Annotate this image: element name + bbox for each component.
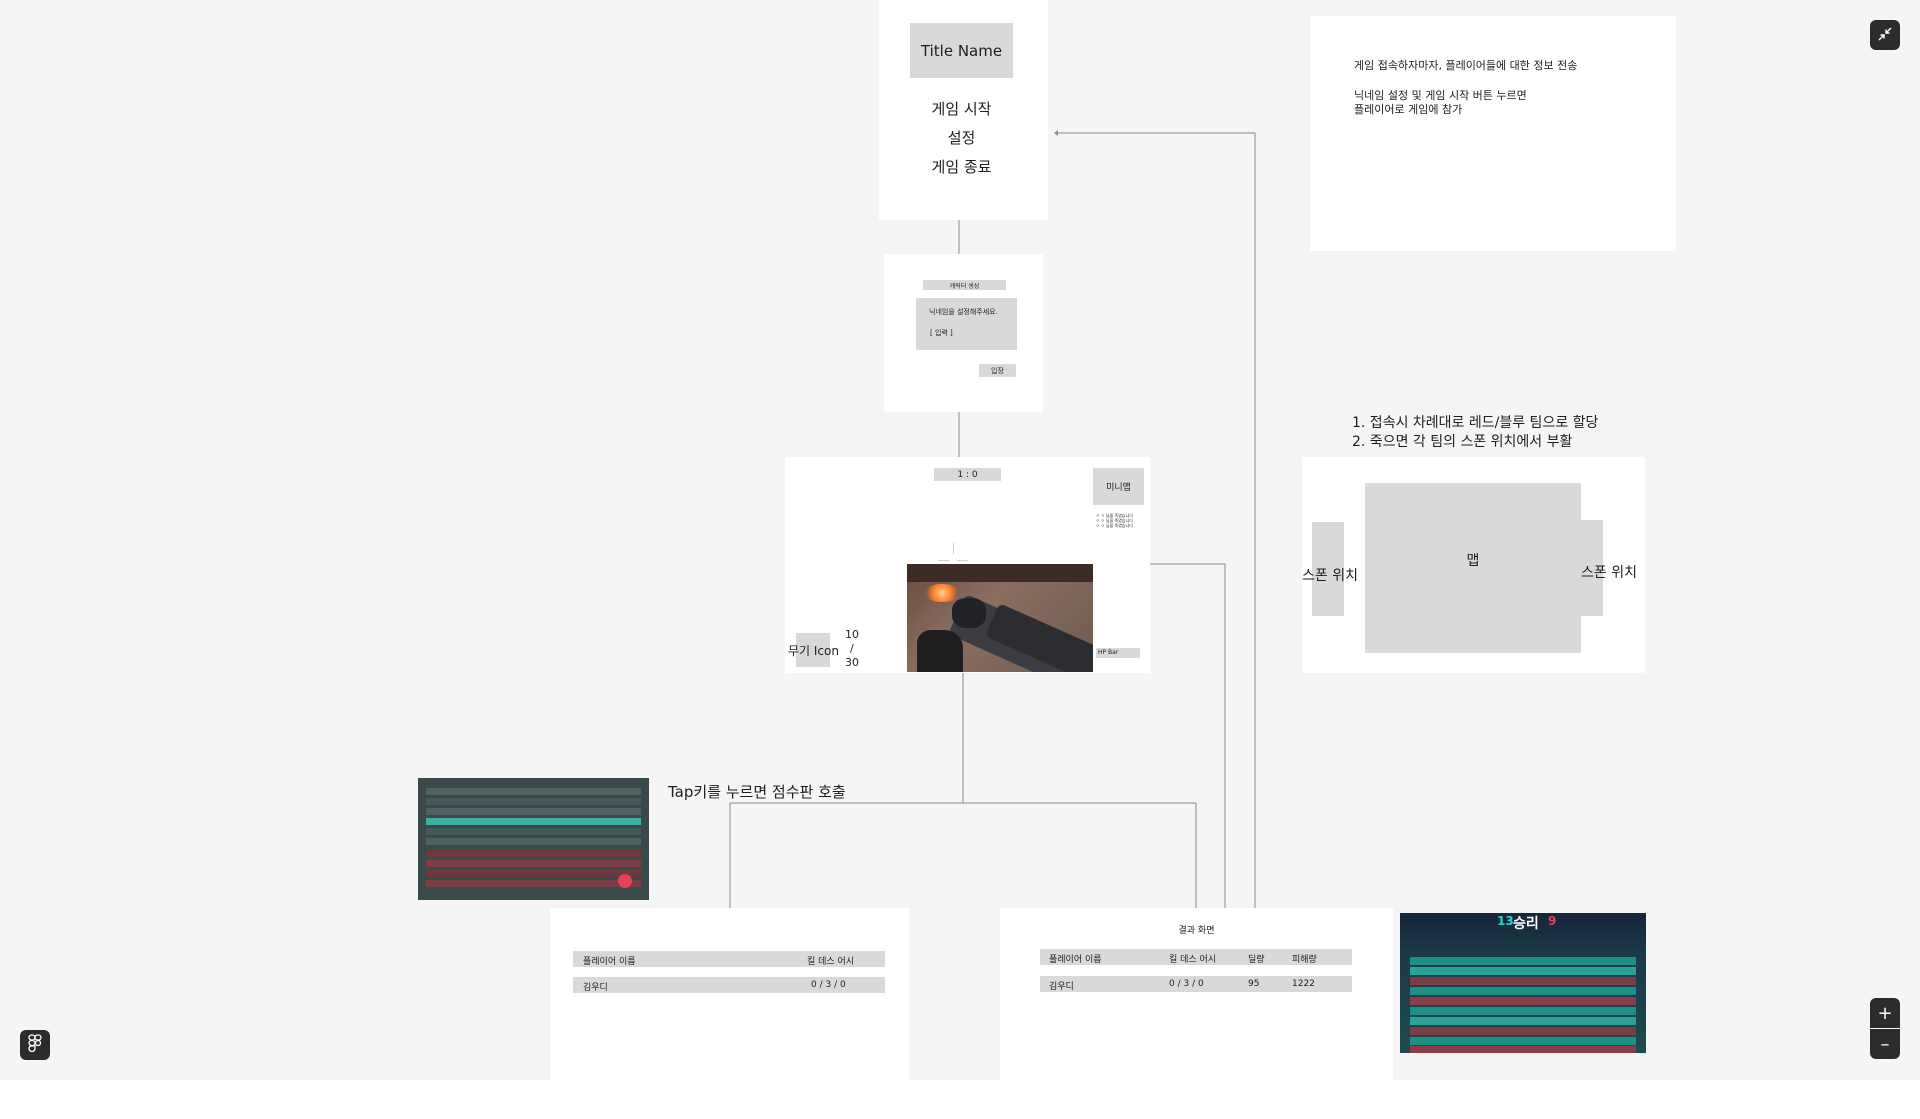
minimap: 미니맵 <box>1093 468 1144 505</box>
victory-score-right: 9 <box>1548 914 1557 928</box>
ammo-current: 10 <box>845 628 859 641</box>
collapse-icon <box>1878 26 1892 45</box>
victory-title: 승리 <box>1513 916 1539 932</box>
menu-exit-game[interactable]: 게임 종료 <box>931 157 992 176</box>
enter-button[interactable]: 입장 <box>979 364 1016 377</box>
hp-bar: HP Bar <box>1096 648 1140 658</box>
team-note-line-1: 1. 접속시 차례대로 레드/블루 팀으로 할당 <box>1352 415 1599 431</box>
note-line-2: 닉네임 설정 및 게임 시작 버튼 누르면 <box>1354 89 1527 102</box>
tab-scoreboard-note: Tap키를 누르면 점수판 호출 <box>668 783 846 801</box>
team-note-line-2: 2. 죽으면 각 팀의 스폰 위치에서 부활 <box>1352 434 1573 450</box>
killfeed-item: ㅇ ㅇ 님을 죽였습니다 <box>1096 513 1133 518</box>
map-frame: 스폰 위치 맵 스폰 위치 <box>1302 457 1645 673</box>
weapon-icon-box <box>796 633 830 667</box>
spawn-right-box <box>1577 520 1603 616</box>
menu-settings[interactable]: 설정 <box>947 128 976 147</box>
result-header-row: 플레이어 이름 킬 데스 어시 딜량 피해량 <box>1040 949 1352 965</box>
menu-start-game[interactable]: 게임 시작 <box>931 99 992 118</box>
figma-canvas[interactable]: Title Name 게임 시작 설정 게임 종료 게임 접속하자마자, 플레이… <box>0 0 1920 1080</box>
figma-icon <box>28 1034 42 1056</box>
result-title: 결과 화면 <box>1178 925 1215 936</box>
victory-reference-image: 13 승리 9 <box>1400 913 1646 1053</box>
killfeed-item: ㅇ ㅇ 님을 죽였습니다 <box>1096 518 1133 523</box>
zoom-out-button[interactable]: – <box>1870 1029 1900 1059</box>
note-line-1: 게임 접속하자마자, 플레이어들에 대한 정보 전송 <box>1354 59 1578 72</box>
zoom-in-button[interactable]: + <box>1870 998 1900 1028</box>
scoreboard-frame: 플레이어 이름 킬 데스 어시 김우디 0 / 3 / 0 <box>550 908 909 1080</box>
spawn-left-label: 스폰 위치 <box>1302 568 1358 584</box>
ammo-separator: / <box>850 642 854 655</box>
nickname-prompt: 닉네임을 설정해주세요. <box>929 308 998 316</box>
result-screen-frame: 결과 화면 플레이어 이름 킬 데스 어시 딜량 피해량 김우디 0 / 3 /… <box>1000 908 1393 1080</box>
character-create-header: 캐릭터 생성 <box>923 280 1006 290</box>
spawn-left-box <box>1312 522 1344 616</box>
crosshair-icon <box>938 543 968 565</box>
note-connect-info-frame: 게임 접속하자마자, 플레이어들에 대한 정보 전송 닉네임 설정 및 게임 시… <box>1310 16 1676 251</box>
spawn-right-label: 스폰 위치 <box>1581 565 1637 581</box>
game-hud-frame: 1 : 0 미니맵 ㅇ ㅇ 님을 죽였습니다 ㅇ ㅇ 님을 죽였습니다 ㅇ ㅇ … <box>785 457 1150 673</box>
title-screen-frame: Title Name 게임 시작 설정 게임 종료 <box>879 0 1048 220</box>
title-name-text: Title Name <box>920 41 1003 60</box>
result-row: 김우디 0 / 3 / 0 95 1222 <box>1040 976 1352 992</box>
gun-viewmodel-image <box>907 564 1093 672</box>
victory-score-left: 13 <box>1497 914 1514 928</box>
killfeed-item: ㅇ ㅇ 님을 죽였습니다 <box>1096 523 1133 528</box>
note-line-3: 플레이어로 게임에 참가 <box>1354 103 1463 116</box>
collapse-button[interactable] <box>1870 20 1900 50</box>
minus-icon: – <box>1880 1033 1890 1055</box>
ammo-total: 30 <box>845 656 859 669</box>
plus-icon: + <box>1877 1002 1893 1024</box>
map-area: 맵 <box>1365 483 1581 653</box>
score-display: 1 : 0 <box>934 468 1001 481</box>
nickname-dialog: 닉네임을 설정해주세요. [ 입력 ] <box>916 298 1017 350</box>
scoreboard-header-row: 플레이어 이름 킬 데스 어시 <box>573 951 885 967</box>
scoreboard-row: 김우디 0 / 3 / 0 <box>573 977 885 993</box>
figma-menu-button[interactable] <box>20 1030 50 1060</box>
nickname-input[interactable]: [ 입력 ] <box>930 329 953 337</box>
scoreboard-reference-image <box>418 778 649 900</box>
title-name-box: Title Name <box>910 23 1013 78</box>
character-create-frame: 캐릭터 생성 닉네임을 설정해주세요. [ 입력 ] 입장 <box>884 254 1043 412</box>
weapon-icon-label: 무기 Icon <box>788 644 839 658</box>
